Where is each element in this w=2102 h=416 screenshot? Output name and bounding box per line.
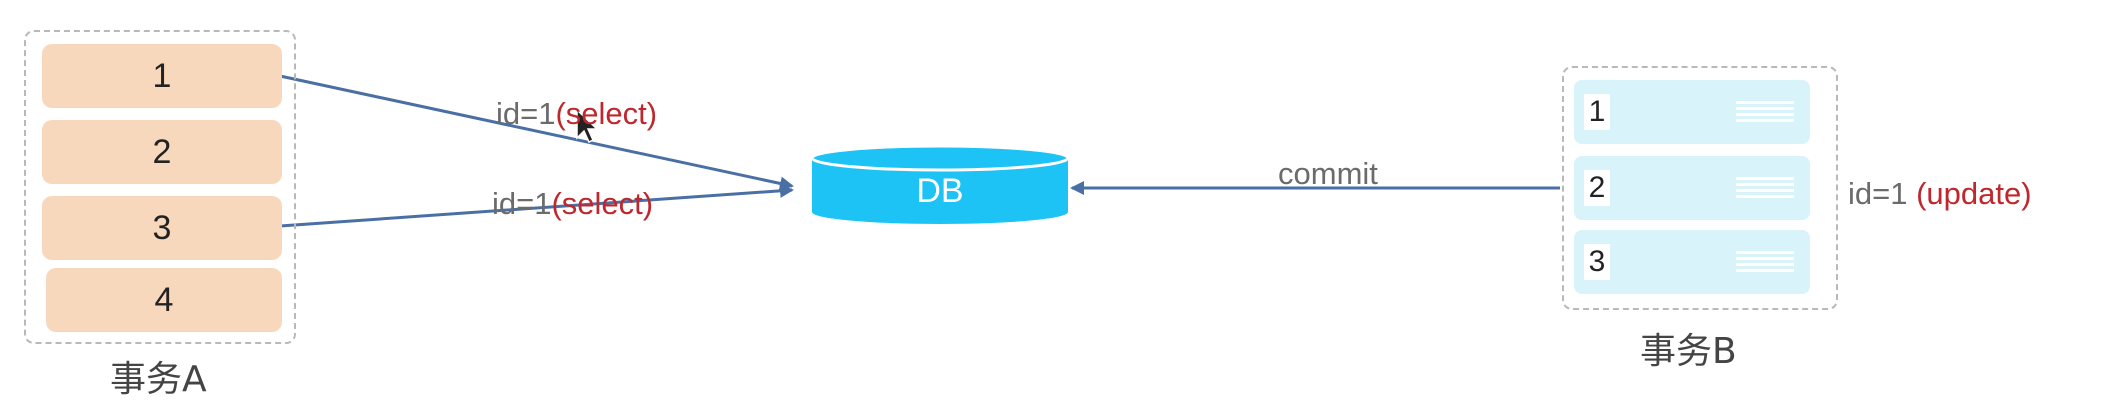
transaction-a-row: 4 bbox=[46, 268, 282, 332]
commit-label: commit bbox=[1278, 156, 1378, 191]
transaction-b-row-number: 1 bbox=[1584, 94, 1610, 130]
update-label-action: (update) bbox=[1916, 176, 2032, 211]
select-label-2: id=1(select) bbox=[492, 186, 653, 222]
transaction-b-row-number: 3 bbox=[1584, 244, 1610, 280]
select-label-1-id: id=1 bbox=[496, 96, 556, 131]
database-cylinder bbox=[810, 144, 1070, 224]
select-label-2-action: (select) bbox=[551, 186, 654, 221]
text-lines-icon bbox=[1736, 251, 1794, 273]
transaction-b-row: 1 bbox=[1574, 80, 1810, 144]
transaction-b-row: 2 bbox=[1574, 156, 1810, 220]
text-lines-icon bbox=[1736, 177, 1794, 199]
transaction-a-caption: 事务A bbox=[110, 359, 207, 400]
update-label-id: id=1 bbox=[1848, 176, 1917, 211]
database-label: DB bbox=[916, 172, 964, 210]
transaction-a-row: 2 bbox=[42, 120, 282, 184]
select-arrow-2 bbox=[279, 183, 794, 228]
transaction-b-row: 3 bbox=[1574, 230, 1810, 294]
text-lines-icon bbox=[1736, 101, 1794, 123]
mouse-cursor-icon bbox=[576, 108, 599, 144]
transaction-a-row: 3 bbox=[42, 196, 282, 260]
transaction-b-group bbox=[1562, 66, 1838, 310]
select-label-1-action: (select) bbox=[555, 96, 658, 131]
transaction-a-row: 1 bbox=[42, 44, 282, 108]
select-arrow-1 bbox=[279, 74, 794, 191]
transaction-a-group bbox=[24, 30, 296, 344]
transaction-b-row-number: 2 bbox=[1584, 170, 1610, 206]
select-label-2-id: id=1 bbox=[492, 186, 552, 221]
select-label-1: id=1(select) bbox=[496, 96, 657, 132]
update-label: id=1 (update) bbox=[1848, 176, 2032, 212]
transaction-b-caption: 事务B bbox=[1640, 331, 1737, 372]
